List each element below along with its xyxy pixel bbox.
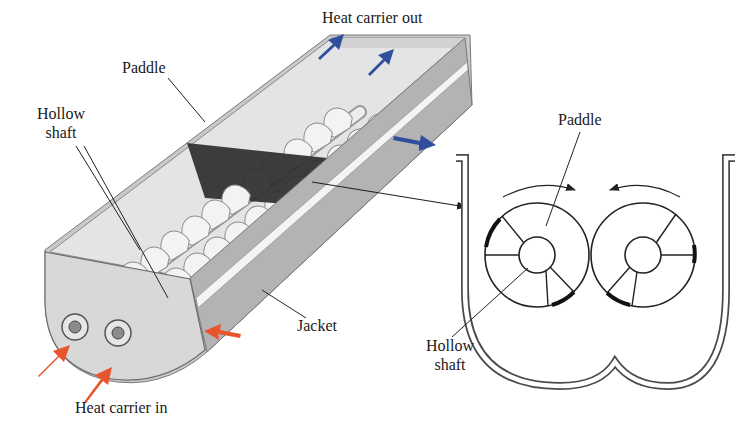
section-pointer bbox=[312, 182, 466, 207]
rotor-outline bbox=[591, 203, 695, 307]
outflow-arrow bbox=[368, 49, 394, 76]
leader-line bbox=[84, 146, 168, 298]
shaft-bore bbox=[69, 321, 81, 333]
paddle-edge bbox=[656, 214, 676, 243]
paddle-edge bbox=[485, 254, 519, 255]
paddle-edge bbox=[607, 267, 630, 293]
shaft-end bbox=[105, 320, 131, 346]
jacket-band bbox=[196, 62, 468, 308]
hollow-shaft-section bbox=[519, 237, 555, 273]
trough-section-inner bbox=[456, 158, 735, 386]
paddle-tip bbox=[692, 245, 697, 263]
shaft-bore bbox=[112, 327, 124, 339]
hollow-shaft-section bbox=[625, 237, 661, 273]
part-label: Hollow shaft bbox=[28, 104, 94, 142]
outflow-arrow bbox=[318, 34, 344, 60]
trough-section-outer bbox=[456, 158, 735, 386]
part-label: Heat carrier out bbox=[322, 8, 472, 27]
part-label: Hollow shaft bbox=[418, 336, 482, 374]
leader-line bbox=[452, 268, 528, 337]
paddle-edge bbox=[550, 267, 574, 292]
rotation-arrow bbox=[503, 185, 575, 197]
rotation-arrow bbox=[610, 185, 680, 197]
rotor-outline bbox=[485, 203, 589, 307]
paddle-edge bbox=[546, 271, 548, 306]
part-label: Paddle bbox=[122, 58, 192, 77]
paddle-edge bbox=[632, 272, 637, 306]
part-label: Paddle bbox=[558, 110, 628, 129]
part-label: Jacket bbox=[297, 316, 367, 335]
paddle-tip bbox=[607, 293, 630, 305]
paddle-edge bbox=[661, 254, 695, 255]
front-end-face bbox=[45, 252, 205, 380]
leader-line bbox=[262, 290, 306, 318]
shaft-end bbox=[62, 314, 88, 340]
paddle-tip bbox=[486, 219, 695, 305]
paddle-tip bbox=[552, 292, 574, 305]
jacket-side bbox=[190, 38, 472, 352]
inflow-arrow bbox=[38, 345, 70, 377]
leader-line bbox=[546, 132, 580, 226]
inflow-arrow bbox=[84, 367, 112, 403]
outflow-arrow bbox=[393, 135, 436, 151]
part-label: Heat carrier in bbox=[75, 398, 225, 417]
trough-body bbox=[45, 35, 472, 383]
paddle-edge bbox=[502, 216, 524, 243]
inflow-arrow bbox=[204, 324, 241, 340]
paddle-tip bbox=[486, 219, 500, 247]
leader-line bbox=[168, 78, 205, 122]
back-wall bbox=[332, 38, 465, 48]
leader-line bbox=[76, 146, 140, 250]
paddle-section bbox=[485, 214, 695, 306]
